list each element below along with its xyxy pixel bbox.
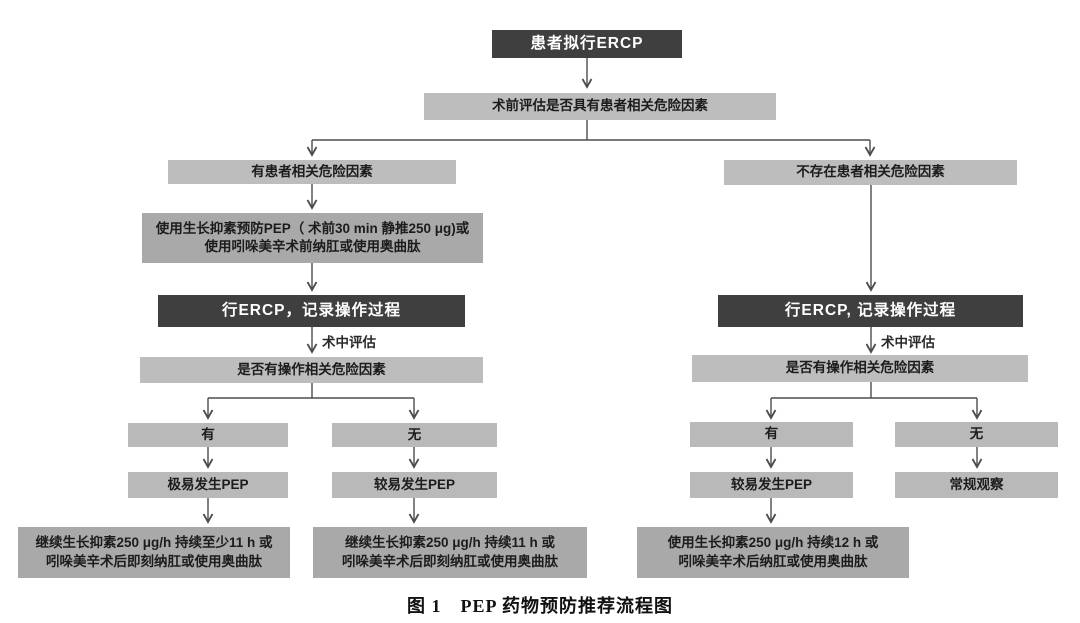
node-left-yes-treatment-line2: 吲哚美辛术后即刻纳肛或使用奥曲肽 xyxy=(46,553,262,569)
node-right-ercp: 行ERCP, 记录操作过程 xyxy=(718,295,1023,327)
node-right-op-risk-question: 是否有操作相关危险因素 xyxy=(692,355,1028,382)
node-left-yes-treatment: 继续生长抑素250 μg/h 持续至少11 h 或 吲哚美辛术后即刻纳肛或使用奥… xyxy=(18,527,290,578)
node-right-no-outcome: 常规观察 xyxy=(895,472,1058,498)
node-right-yes-outcome: 较易发生PEP xyxy=(690,472,853,498)
node-left-yes-outcome: 极易发生PEP xyxy=(128,472,288,498)
node-right-risk-absent: 不存在患者相关危险因素 xyxy=(724,160,1017,185)
node-right-yes-treatment-line2: 吲哚美辛术后纳肛或使用奥曲肽 xyxy=(678,553,868,569)
node-left-yes-treatment-line1: 继续生长抑素250 μg/h 持续至少11 h 或 xyxy=(35,535,273,551)
node-left-no-treatment-line1: 继续生长抑素250 μg/h 持续11 h 或 xyxy=(344,535,556,551)
figure-caption: 图 1 PEP 药物预防推荐流程图 xyxy=(406,596,673,616)
node-left-risk-present: 有患者相关危险因素 xyxy=(168,160,456,184)
node-preop-assessment: 术前评估是否具有患者相关危险因素 xyxy=(424,93,776,120)
label-left-intraop-assessment: 术中评估 xyxy=(322,335,376,350)
node-left-no-outcome: 较易发生PEP xyxy=(332,472,497,498)
node-left-yes: 有 xyxy=(128,423,288,447)
node-left-no-treatment: 继续生长抑素250 μg/h 持续11 h 或 吲哚美辛术后即刻纳肛或使用奥曲肽 xyxy=(313,527,587,578)
node-right-yes-treatment: 使用生长抑素250 μg/h 持续12 h 或 吲哚美辛术后纳肛或使用奥曲肽 xyxy=(637,527,909,578)
node-left-prophylaxis-line2: 使用吲哚美辛术前纳肛或使用奥曲肽 xyxy=(204,239,421,254)
node-left-no: 无 xyxy=(332,423,497,447)
node-right-yes-treatment-line1: 使用生长抑素250 μg/h 持续12 h 或 xyxy=(667,535,879,551)
node-left-op-risk-question: 是否有操作相关危险因素 xyxy=(140,357,483,383)
node-right-no: 无 xyxy=(895,422,1058,447)
node-start: 患者拟行ERCP xyxy=(492,30,682,58)
label-right-intraop-assessment: 术中评估 xyxy=(881,335,935,350)
node-right-yes: 有 xyxy=(690,422,853,447)
node-left-no-treatment-line2: 吲哚美辛术后即刻纳肛或使用奥曲肽 xyxy=(342,553,558,569)
node-left-prophylaxis: 使用生长抑素预防PEP（ 术前30 min 静推250 μg)或 使用吲哚美辛术… xyxy=(142,213,483,263)
node-left-ercp: 行ERCP，记录操作过程 xyxy=(158,295,465,327)
node-left-prophylaxis-line1: 使用生长抑素预防PEP（ 术前30 min 静推250 μg)或 xyxy=(155,220,470,236)
